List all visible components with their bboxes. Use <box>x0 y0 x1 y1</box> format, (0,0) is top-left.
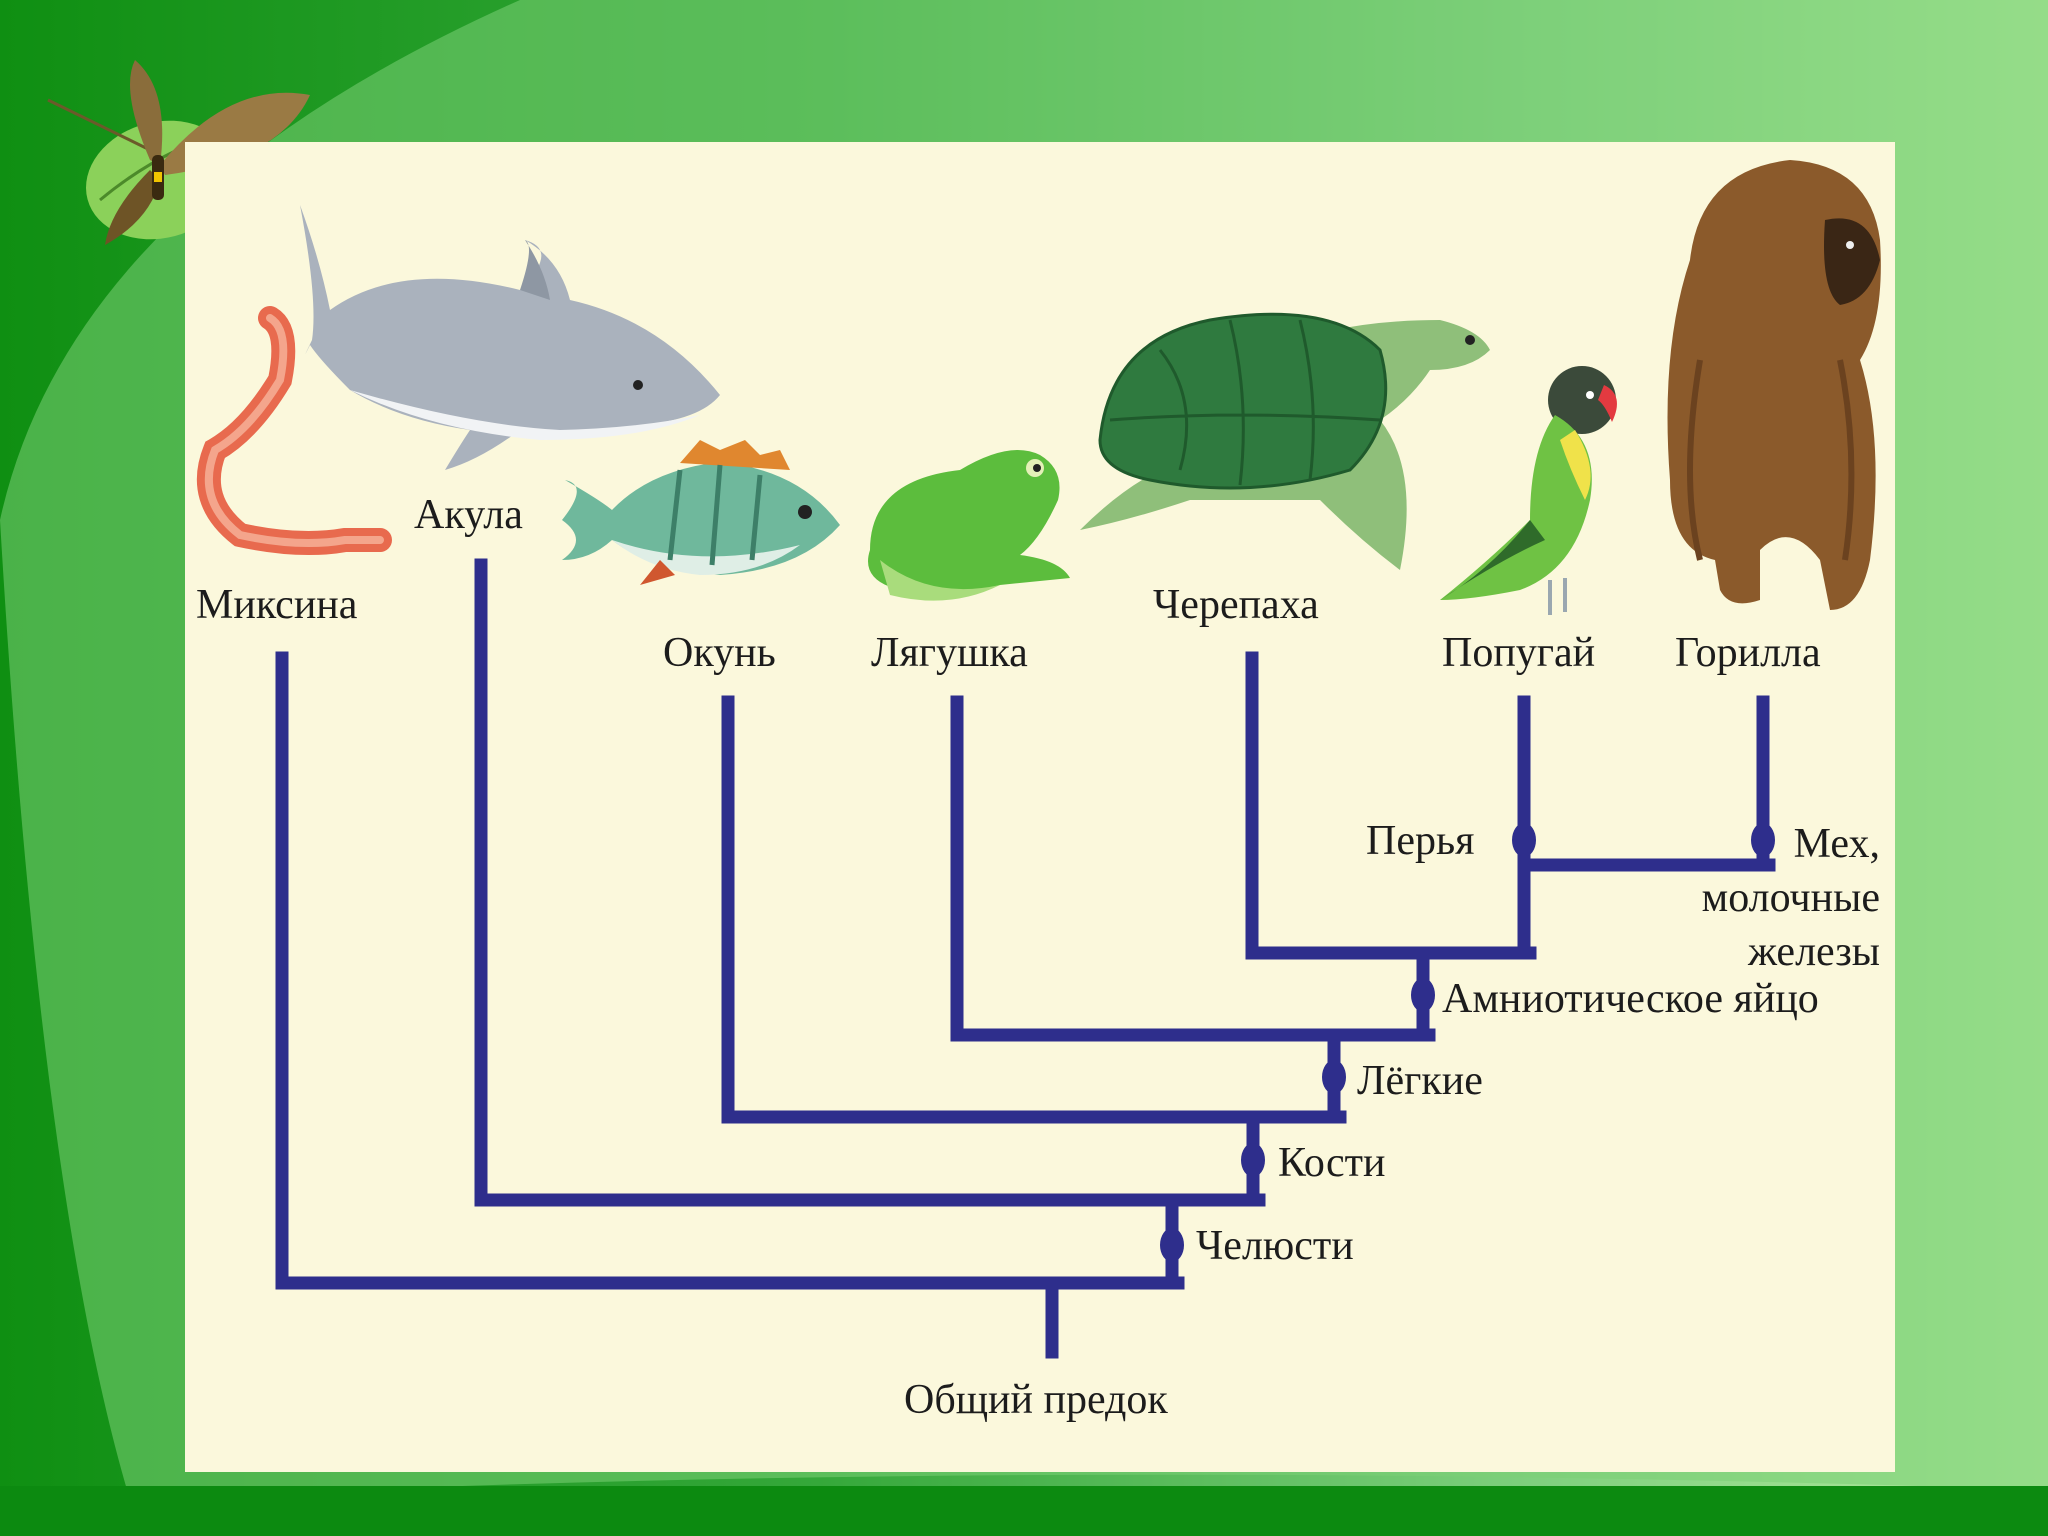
trait-label-feathers: Перья <box>1366 818 1475 864</box>
cladogram-branches <box>275 558 1776 1359</box>
taxon-label-hagfish: Миксина <box>196 582 358 628</box>
taxon-label-frog: Лягушка <box>871 630 1028 676</box>
root-label: Общий предок <box>904 1377 1168 1423</box>
trait-marker-jaws <box>1160 1228 1184 1262</box>
perch-image <box>562 440 840 585</box>
trait-label-jaws: Челюсти <box>1196 1223 1354 1269</box>
taxon-label-shark: Акула <box>414 492 523 538</box>
taxon-label-turtle: Черепаха <box>1153 582 1319 628</box>
gorilla-image <box>1667 160 1881 610</box>
turtle-image <box>1080 312 1490 570</box>
trait-label-fur-mammary: Мех, молочные железы <box>1701 821 1880 975</box>
bottom-band <box>0 1486 2048 1536</box>
shark-image <box>300 205 720 470</box>
trait-label-lungs: Лёгкие <box>1357 1058 1483 1104</box>
trait-marker-fur <box>1751 823 1775 857</box>
taxon-label-parrot: Попугай <box>1442 630 1596 676</box>
trait-marker-amniotic-egg <box>1411 978 1435 1012</box>
trait-marker-feathers <box>1512 823 1536 857</box>
hagfish-image <box>196 306 392 556</box>
trait-marker-bones <box>1241 1143 1265 1177</box>
trait-label-amniotic-egg: Амниотическое яйцо <box>1442 976 1819 1022</box>
taxon-label-perch: Окунь <box>663 630 776 676</box>
parrot-image <box>1440 366 1617 615</box>
trait-marker-lungs <box>1322 1060 1346 1094</box>
frog-image <box>868 450 1070 601</box>
taxon-label-gorilla: Горилла <box>1675 630 1821 676</box>
trait-label-bones: Кости <box>1278 1140 1386 1186</box>
animal-illustrations <box>196 160 1881 615</box>
